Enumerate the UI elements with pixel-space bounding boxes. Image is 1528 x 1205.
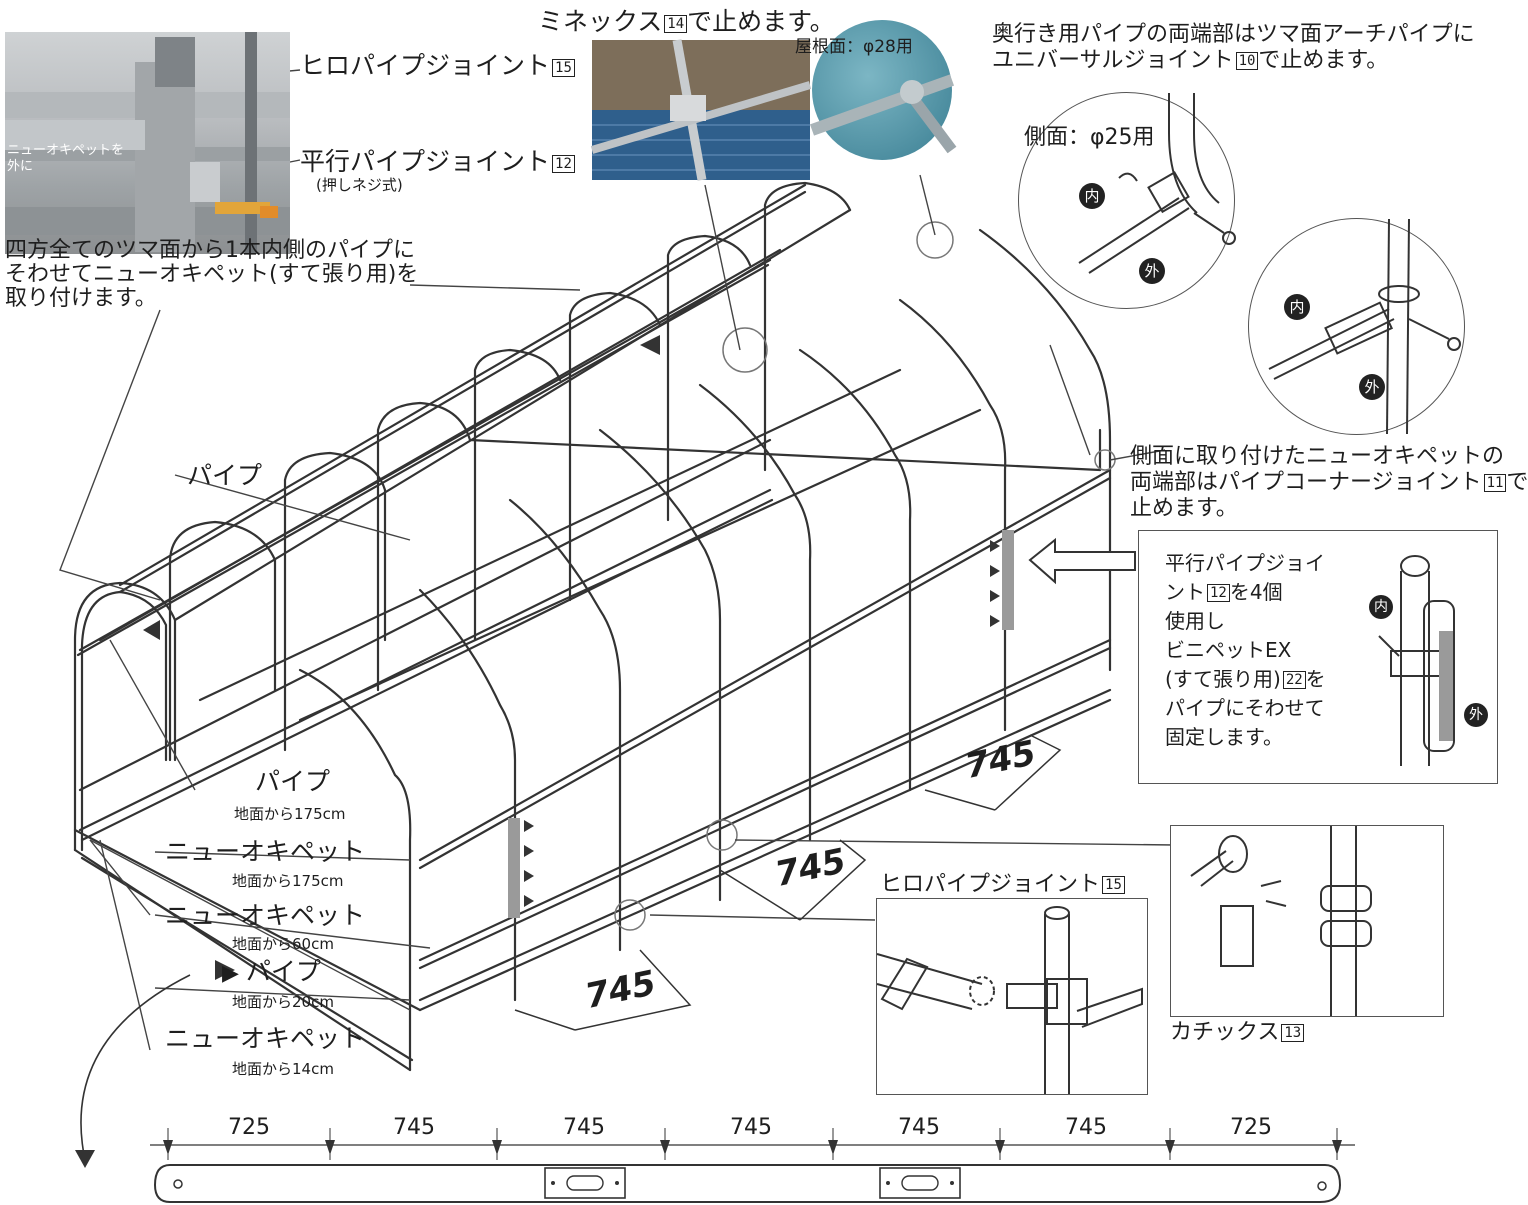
bottom-dim-5: 745 — [898, 1115, 940, 1140]
num-22-badge: 22 — [1282, 671, 1306, 689]
okipet-bar-front — [508, 818, 520, 918]
photo-overlay-text-2: 外に — [7, 159, 34, 174]
bottom-dimension-chart — [150, 1128, 1355, 1203]
inner-marker-1: 内 — [1079, 183, 1105, 209]
num-15-badge: 15 — [552, 59, 575, 77]
bottom-dim-1: 725 — [228, 1115, 270, 1140]
roof-joint-photo-circle — [809, 20, 957, 160]
pipe1-height: 地面から175cm — [234, 805, 346, 823]
num-12-badge-b: 12 — [1207, 584, 1230, 602]
num-12-badge: 12 — [552, 155, 575, 173]
left-note-line3: 取り付けます。 — [5, 286, 157, 311]
left-note-line2: そわせてニューオキペット(すて張り用)を — [5, 262, 419, 287]
arch-frames — [73, 181, 852, 852]
hiro-joint-photo: ニューオキペットを 外に — [5, 32, 290, 254]
corner-note-line3: 止めます。 — [1130, 496, 1238, 521]
universal-note-line1: 奥行き用パイプの両端部はツマ面アーチパイプに — [992, 22, 1475, 47]
dimension-lines — [514, 734, 1062, 1031]
okipet-bar-rear — [1002, 530, 1014, 630]
inner-marker-2: 内 — [1284, 294, 1310, 320]
katix-sketch — [1190, 826, 1372, 1016]
okipet1-height: 地面から175cm — [232, 872, 344, 890]
pipe2-label: ▶ パイプ — [222, 957, 321, 987]
universal-joint-detail-circle: 側面：φ25用 内 外 — [1018, 92, 1236, 309]
bottom-dim-3: 745 — [563, 1115, 605, 1140]
inner-marker-3: 内 — [1369, 595, 1393, 619]
corner-joint-detail-circle: 内 外 — [1248, 218, 1465, 435]
okipet2-height: 地面から60cm — [232, 935, 334, 953]
left-note-line1: 四方全てのツマ面から1本内側のパイプに — [5, 238, 415, 263]
katix-detail-box — [1170, 825, 1444, 1017]
universal-joint-sketch — [1078, 93, 1236, 274]
bottom-dim-2: 745 — [393, 1115, 435, 1140]
num-11-badge: 11 — [1483, 474, 1507, 492]
hiro-joint-detail-box — [876, 898, 1148, 1095]
roof-photo-shapes — [809, 74, 957, 154]
corner-joint-sketch — [1268, 218, 1461, 435]
arrow-markers — [143, 335, 1000, 980]
roof-label: 屋根面：φ28用 — [795, 37, 913, 57]
num-13-badge: 13 — [1281, 1024, 1305, 1042]
photo-overlay-text: ニューオキペットを — [7, 143, 125, 158]
num-15-badge-b: 15 — [1102, 876, 1125, 894]
okipet2-label: ニューオキペット — [165, 901, 366, 930]
minex-photo-shapes — [590, 39, 812, 181]
detail-circles — [614, 221, 1116, 931]
big-arrow — [1028, 537, 1136, 585]
okipet3-height: 地面から14cm — [232, 1060, 334, 1078]
pipe-top-label: パイプ — [187, 461, 263, 490]
side-posts — [73, 828, 422, 1072]
minex-photo — [590, 39, 812, 181]
corner-note-line1: 側面に取り付けたニューオキペットの — [1130, 444, 1505, 469]
hiro-joint-sketch — [876, 906, 1143, 1094]
okipet3-label: ニューオキペット — [165, 1024, 366, 1053]
bottom-dim-7: 725 — [1230, 1115, 1272, 1140]
parallel-joint-sketch — [1378, 555, 1455, 766]
photo-shapes — [5, 32, 290, 254]
outer-marker-1: 外 — [1139, 258, 1165, 284]
side-25-label: 側面：φ25用 — [1024, 125, 1155, 150]
pipe2-height: 地面から20cm — [232, 993, 334, 1011]
curved-arrow — [80, 974, 191, 1161]
bottom-dim-6: 745 — [1065, 1115, 1107, 1140]
bottom-dim-4: 745 — [730, 1115, 772, 1140]
pipe1-label: パイプ — [255, 767, 331, 796]
okipet1-label: ニューオキペット — [165, 837, 366, 866]
outer-marker-2: 外 — [1359, 374, 1385, 400]
num-14-badge: 14 — [664, 15, 688, 33]
outer-marker-3: 外 — [1464, 703, 1488, 727]
num-10-badge: 10 — [1235, 52, 1259, 70]
rear-arches — [298, 228, 1112, 1072]
parallel-joint-sub: (押しネジ式) — [316, 176, 403, 194]
